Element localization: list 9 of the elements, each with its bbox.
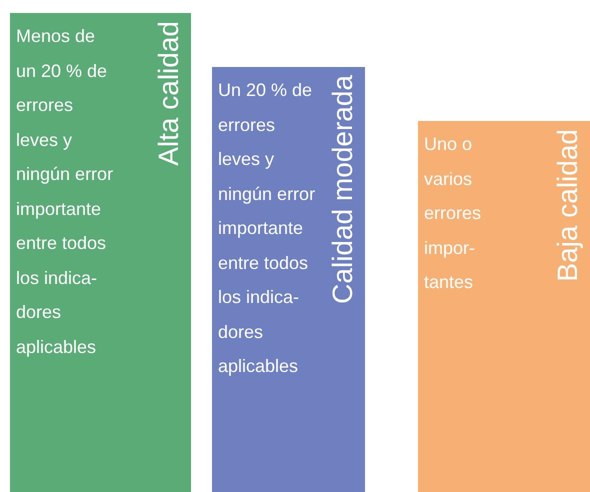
- quality-level-title: Alta calidad: [153, 21, 185, 166]
- quality-level-title: Calidad moderada: [327, 75, 359, 304]
- quality-level-title: Baja calidad: [552, 129, 584, 282]
- criteria-text: Menos de un 20 % de errores leves y ningún error importante entre todos los indica- dores aplicables: [16, 25, 114, 359]
- quality-bar: [10, 13, 191, 492]
- quality-bar: [418, 121, 590, 492]
- quality-bar: [212, 67, 365, 492]
- criteria-text: Un 20 % de errores leves y ningún error importante entre todos los indica- dores aplicables: [218, 79, 316, 378]
- criteria-text: Uno o varios errores impor- tantes: [424, 133, 482, 294]
